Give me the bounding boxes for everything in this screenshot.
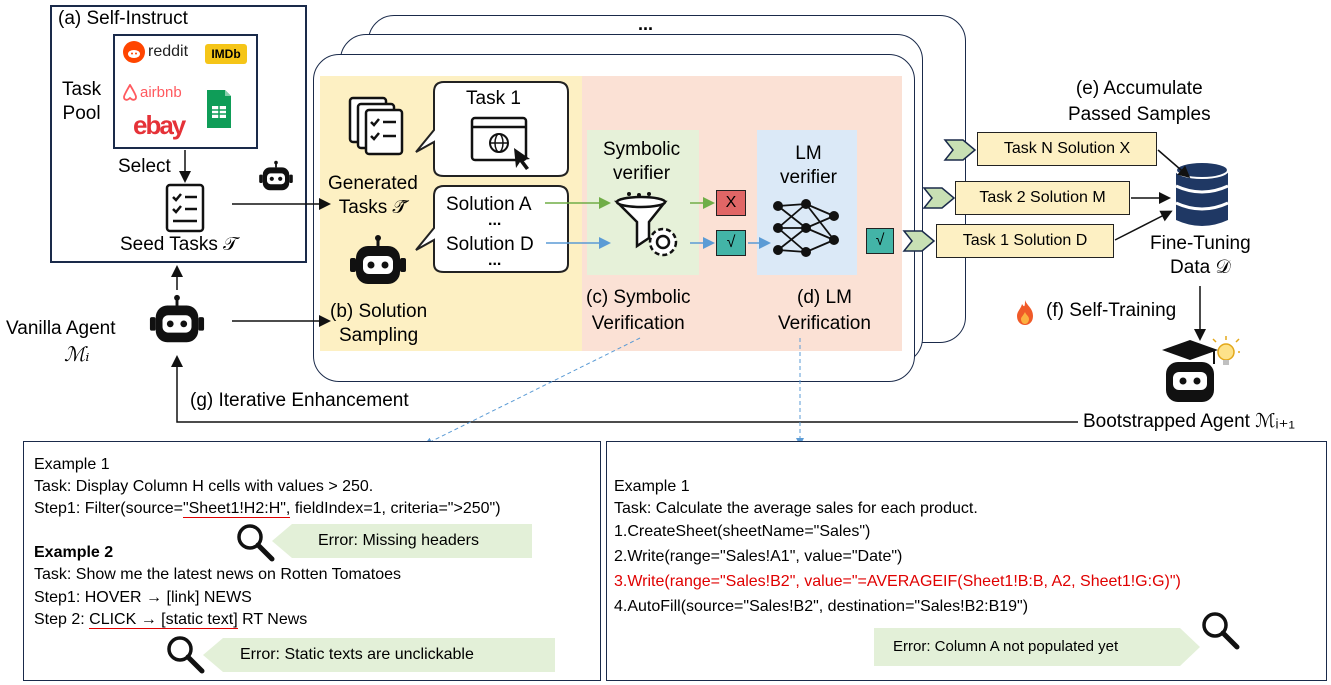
pass-mark-box-symbolic: √ [716,230,746,256]
left-ex2-error: Error: Static texts are unclickable [240,646,474,663]
left-ex2-step2: Step 2: CLICK → [static text] RT News [34,611,307,629]
sample-task-1: Task 1 Solution D [936,224,1114,258]
browser-icon [470,116,534,177]
neural-network-icon [770,196,842,265]
green-arrow-2 [922,186,956,215]
bootstrapped-agent-label: Bootstrapped Agent ℳᵢ₊₁ [1083,411,1295,432]
airbnb-logo [122,83,138,107]
left-ex1-step: Step1: Filter(source="Sheet1!H2:H", fiel… [34,500,501,518]
accumulate-title: (e) Accumulate Passed Samples [1068,78,1211,125]
imdb-logo: IMDb [205,44,247,64]
fail-mark: X [725,194,737,211]
seed-robot-icon [258,160,294,199]
solutions-dots-1: ... [488,212,502,229]
sheets-icon [205,88,233,135]
left-ex1-step-prefix: Step1: Filter(source= [34,500,183,517]
vanilla-agent-symbol: ℳᵢ [64,342,90,366]
right-ex-error: Error: Column A not populated yet [893,638,1119,655]
select-label: Select [118,156,171,177]
stack-ellipsis: ... [638,14,654,34]
solution-sampling-label: (b) Solution Sampling [330,301,428,346]
symbolic-to-example-dashed [424,337,641,445]
symbolic-verification-label: (c) Symbolic Verification [586,287,691,334]
solutions-dots-2: ... [488,252,502,269]
ebay-logo: ebay [133,110,186,141]
ebay-wordmark: ebay [133,110,186,140]
right-ex-line-4: 4.AutoFill(source="Sales!B2", destinatio… [614,598,1029,615]
error-arrow-3 [874,628,1200,671]
fail-mark-box: X [716,190,746,216]
sampling-robot-icon [348,234,408,295]
right-ex-line-1: 1.CreateSheet(sheetName="Sales") [614,523,871,540]
solution-d-label: Solution D [446,234,534,255]
pass-mark-symbolic: √ [726,234,736,251]
task-pool-label: Task Pool [62,79,102,124]
fine-tuning-data-label: Fine-Tuning Data 𝒟 [1150,233,1251,278]
reddit-logo [122,40,146,69]
vanilla-robot-icon [148,292,206,355]
left-ex1-step-suffix: fieldIndex=1, criteria=">250") [290,500,501,517]
iterative-enhancement-arrow [171,355,1078,423]
magnifier-icon-2 [165,634,205,679]
magnifier-icon-3 [1200,610,1240,655]
error-arrow-1 [272,524,532,563]
left-ex2-step1: Step1: HOVER → [link] NEWS [34,589,252,606]
lm-verification-label: (d) LM Verification [778,287,871,334]
airbnb-wordmark: airbnb [140,84,182,101]
left-ex1-error: Error: Missing headers [318,532,479,549]
magnifier-icon-1 [235,522,275,567]
left-ex1-task: Task: Display Column H cells with values… [34,478,374,495]
bootstrapped-robot-icon [1156,334,1240,411]
reddit-wordmark: reddit [148,43,189,60]
right-ex-task: Task: Calculate the average sales for ea… [614,500,978,517]
left-ex2-task: Task: Show me the latest news on Rotten … [34,566,402,583]
task1-label: Task 1 [466,88,521,109]
self-instruct-title: (a) Self-Instruct [58,8,188,29]
right-ex-title: Example 1 [614,478,690,495]
funnel-gear-icon [613,192,687,269]
generated-tasks-icon [348,96,408,163]
error-arrow-2 [203,638,555,677]
left-ex2-title: Example 2 [34,544,114,561]
lm-verifier-label: LM verifier [780,143,838,188]
solution-a-label: Solution A [446,194,532,215]
samples-to-db-arrow-3 [1114,210,1173,241]
seed-tasks-label: Seed Tasks 𝒯 [120,234,238,255]
left-ex2-step2-prefix: Step 2: [34,611,90,628]
sample-task-n: Task N Solution X [977,132,1157,166]
iterative-enhancement-label: (g) Iterative Enhancement [190,390,409,411]
sample-task-2: Task 2 Solution M [955,181,1130,215]
left-ex1-title: Example 1 [34,456,110,473]
left-ex2-step2-suffix: RT News [237,611,308,628]
right-ex-line-3: 3.Write(range="Sales!B2", value="=AVERAG… [614,573,1181,590]
left-ex2-step2-error: CLICK → [static text] [89,611,238,629]
left-ex1-step-error: "Sheet1!H2:H", [182,500,291,518]
green-arrow-1 [943,138,977,167]
green-arrow-3 [902,229,936,258]
pass-mark-box-lm: √ [866,228,894,254]
checklist-icon [163,183,207,238]
fire-icon [1013,298,1037,331]
samples-to-db-arrow-1 [1157,149,1191,178]
right-ex-line-2: 2.Write(range="Sales!A1", value="Date") [614,548,903,565]
self-training-label: (f) Self-Training [1046,300,1177,321]
solutions-bubble [410,184,572,281]
symbolic-verifier-label: Symbolic verifier [603,139,681,184]
imdb-wordmark: IMDb [211,47,241,61]
generated-tasks-label: Generated Tasks 𝒯̃ [328,173,418,218]
vanilla-agent-label: Vanilla Agent [6,318,116,339]
pass-mark-lm: √ [875,232,885,249]
